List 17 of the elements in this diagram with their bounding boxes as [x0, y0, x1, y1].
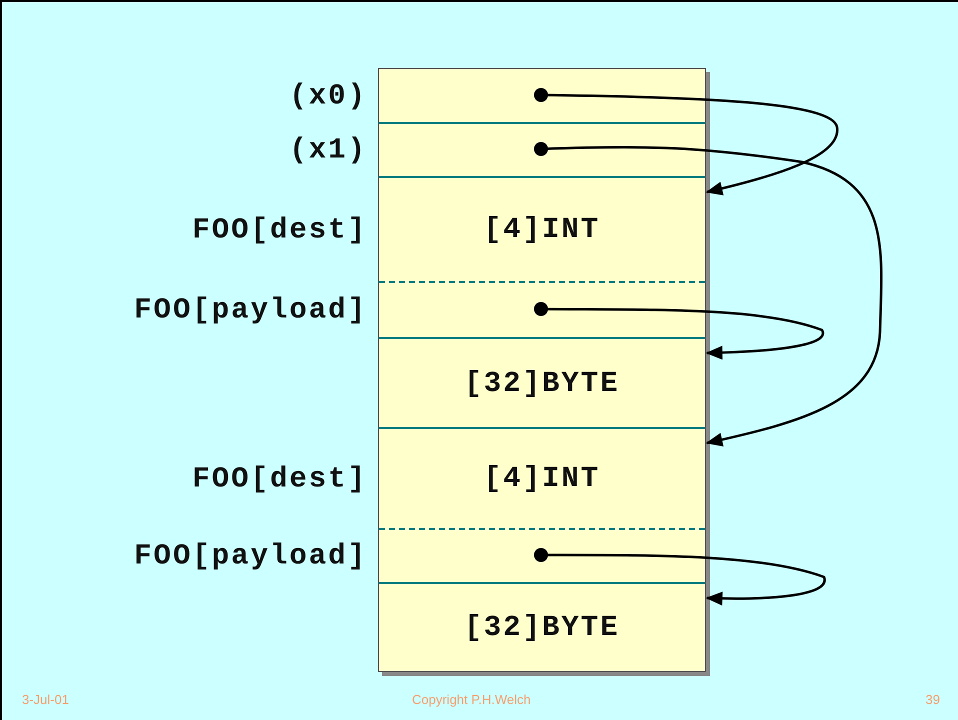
- type-label: [32]BYTE: [464, 611, 620, 644]
- pointer-arrow: [534, 302, 824, 360]
- pointer-arrow: [534, 548, 826, 606]
- pointer-arrow: [534, 142, 883, 446]
- footer-text: Copyright P.H.Welch: [412, 692, 531, 707]
- field-label: FOO[dest]: [192, 462, 367, 495]
- type-label: [32]BYTE: [464, 366, 620, 400]
- field-label: (x0): [289, 79, 367, 112]
- type-label: [4]INT: [484, 462, 600, 495]
- field-label: (x1): [289, 134, 367, 166]
- footer-text: 3-Jul-01: [22, 692, 69, 707]
- field-label: FOO[payload]: [134, 294, 367, 326]
- footer-text: 39: [926, 692, 940, 707]
- field-label: FOO[payload]: [134, 540, 367, 572]
- pointer-arrow: [534, 88, 838, 196]
- type-label: [4]INT: [484, 213, 600, 246]
- field-label: FOO[dest]: [192, 213, 367, 246]
